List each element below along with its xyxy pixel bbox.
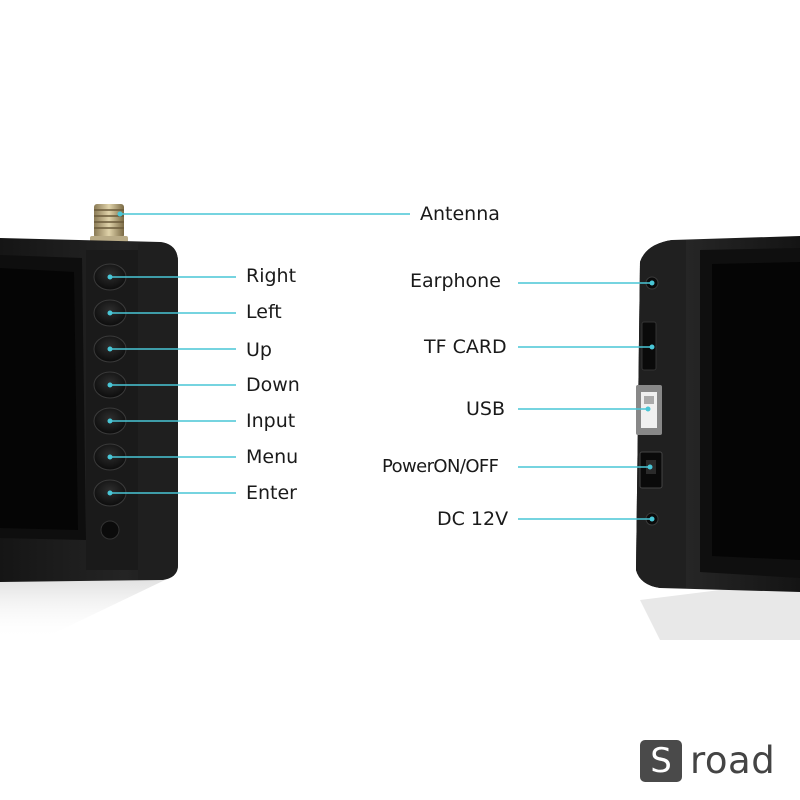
label-enter: Enter (246, 482, 297, 504)
label-input: Input (246, 410, 296, 432)
label-antenna: Antenna (420, 203, 500, 225)
label-usb: USB (466, 398, 506, 420)
label-left: Left (246, 301, 282, 323)
label-power: PowerON/OFF (382, 456, 499, 477)
label-menu: Menu (246, 446, 299, 468)
antenna-connector (90, 204, 128, 246)
right-device (636, 236, 800, 640)
brand-logo-text: road (690, 739, 776, 782)
label-dc: DC 12V (437, 508, 509, 530)
label-right: Right (246, 265, 297, 287)
label-down: Down (246, 374, 300, 396)
label-earphone: Earphone (410, 270, 501, 292)
brand-logo-mark: S (640, 740, 682, 782)
left-device (0, 204, 178, 640)
label-up: Up (246, 339, 272, 361)
callout-lines (107, 211, 655, 522)
label-tf-card: TF CARD (424, 336, 507, 358)
